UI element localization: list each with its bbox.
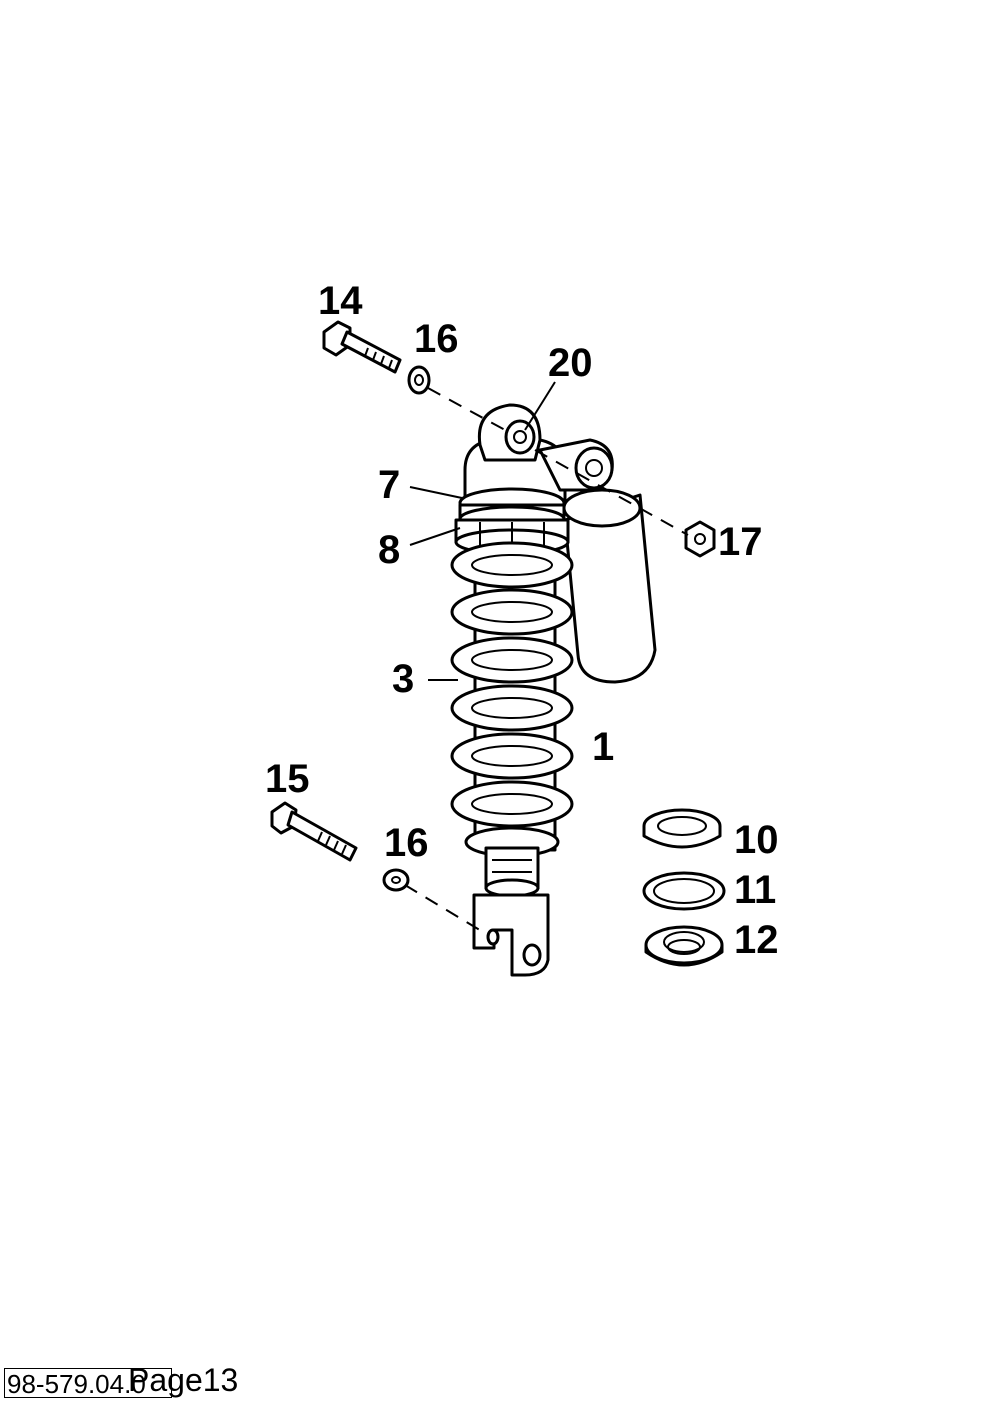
spring-seat-drawing [644, 925, 724, 967]
callout-lower-washer: 16 [384, 821, 429, 865]
page-label: Page13 [128, 1362, 239, 1398]
callout-nut: 17 [718, 520, 763, 564]
document-code: 98-579.04.0 [4, 1368, 172, 1398]
callout-lower-bolt: 15 [265, 757, 310, 801]
lower-washer-drawing [382, 868, 410, 892]
nut-drawing [684, 520, 716, 558]
callout-seat-ring: 10 [734, 818, 779, 862]
lower-mount [464, 826, 560, 977]
callout-upper-washer: 16 [414, 317, 459, 361]
lower-bolt-drawing [270, 801, 358, 862]
callout-adjuster-ring: 7 [378, 463, 400, 507]
callout-upper-bushing: 20 [548, 341, 593, 385]
callout-lock-ring: 8 [378, 528, 400, 572]
callout-upper-bolt: 14 [318, 279, 363, 323]
shim-drawing [642, 871, 726, 911]
seat-ring-drawing [642, 808, 722, 849]
callout-spring: 3 [392, 657, 414, 701]
callout-shock-absorber: 1 [592, 725, 614, 769]
upper-bolt-drawing [322, 320, 402, 374]
callout-shim: 11 [734, 868, 776, 912]
leader-lines [409, 381, 556, 681]
upper-washer-drawing [407, 365, 431, 395]
spring-drawing [450, 541, 574, 828]
reservoir [562, 488, 657, 684]
callout-spring-seat: 12 [734, 918, 779, 962]
assembly-lines [404, 387, 689, 936]
